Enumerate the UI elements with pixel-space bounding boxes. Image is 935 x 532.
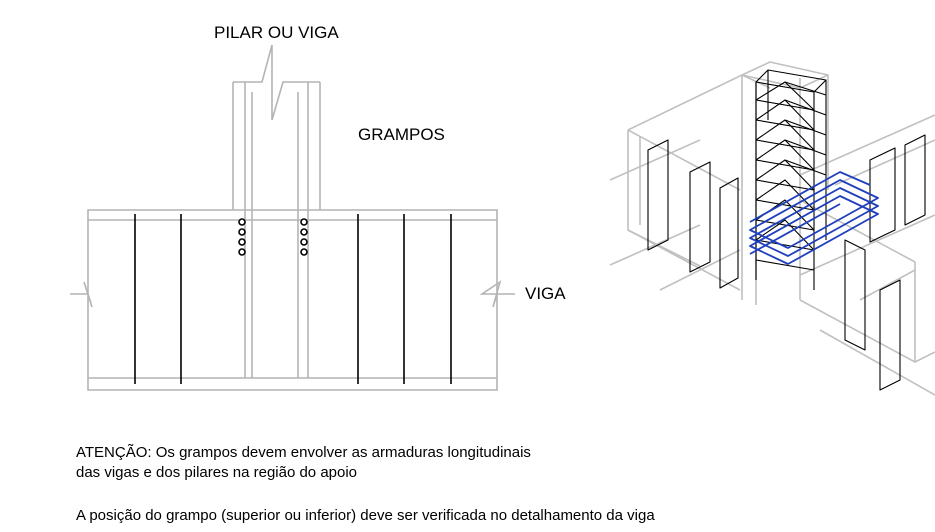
warning-line-2: das vigas e dos pilares na região do apo… — [76, 464, 358, 481]
label-clamps: GRAMPOS — [358, 125, 445, 144]
iso-column-ties — [755, 69, 827, 290]
position-note: A posição do grampo (superior ou inferio… — [76, 507, 655, 524]
warning-line-1: ATENÇÃO: Os grampos devem envolver as ar… — [76, 444, 531, 461]
clamp-bar-sections — [238, 218, 308, 256]
beam-break-right — [479, 280, 515, 308]
label-column: PILAR OU VIGA — [214, 23, 339, 42]
beam-break-left — [70, 281, 93, 308]
label-beam: VIGA — [525, 284, 566, 303]
iso-clamps — [749, 171, 879, 265]
iso-beam-stirrups — [647, 134, 926, 391]
elevation-view — [70, 44, 515, 391]
column-break — [233, 44, 320, 121]
beam-stirrups — [134, 214, 452, 384]
beam-outline — [87, 209, 498, 391]
isometric-view — [609, 61, 935, 396]
